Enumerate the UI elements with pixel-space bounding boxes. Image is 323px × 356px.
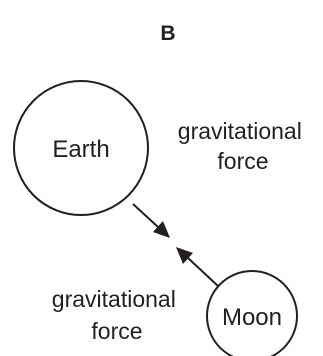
earth-circle [13,80,149,216]
arrow-head-icon [176,247,193,264]
panel-label: B [160,22,175,45]
force-label-lower-line1: gravitational [52,286,176,312]
force-arrow-toward-earth [176,247,219,287]
force-label-upper: gravitational force [178,118,308,174]
force-arrow-toward-earth-shaft [187,257,219,287]
moon-label: Moon [222,304,282,331]
earth-label: Earth [52,136,109,163]
moon-circle [206,270,298,356]
force-arrow-toward-moon-shaft [132,203,159,228]
force-label-lower-line2: force [91,318,142,344]
force-arrow-toward-moon [132,203,170,238]
force-label-upper-line2: force [217,148,268,174]
arrow-head-icon [153,221,170,238]
force-label-lower: gravitational force [52,286,182,344]
force-label-upper-line1: gravitational [178,118,302,144]
